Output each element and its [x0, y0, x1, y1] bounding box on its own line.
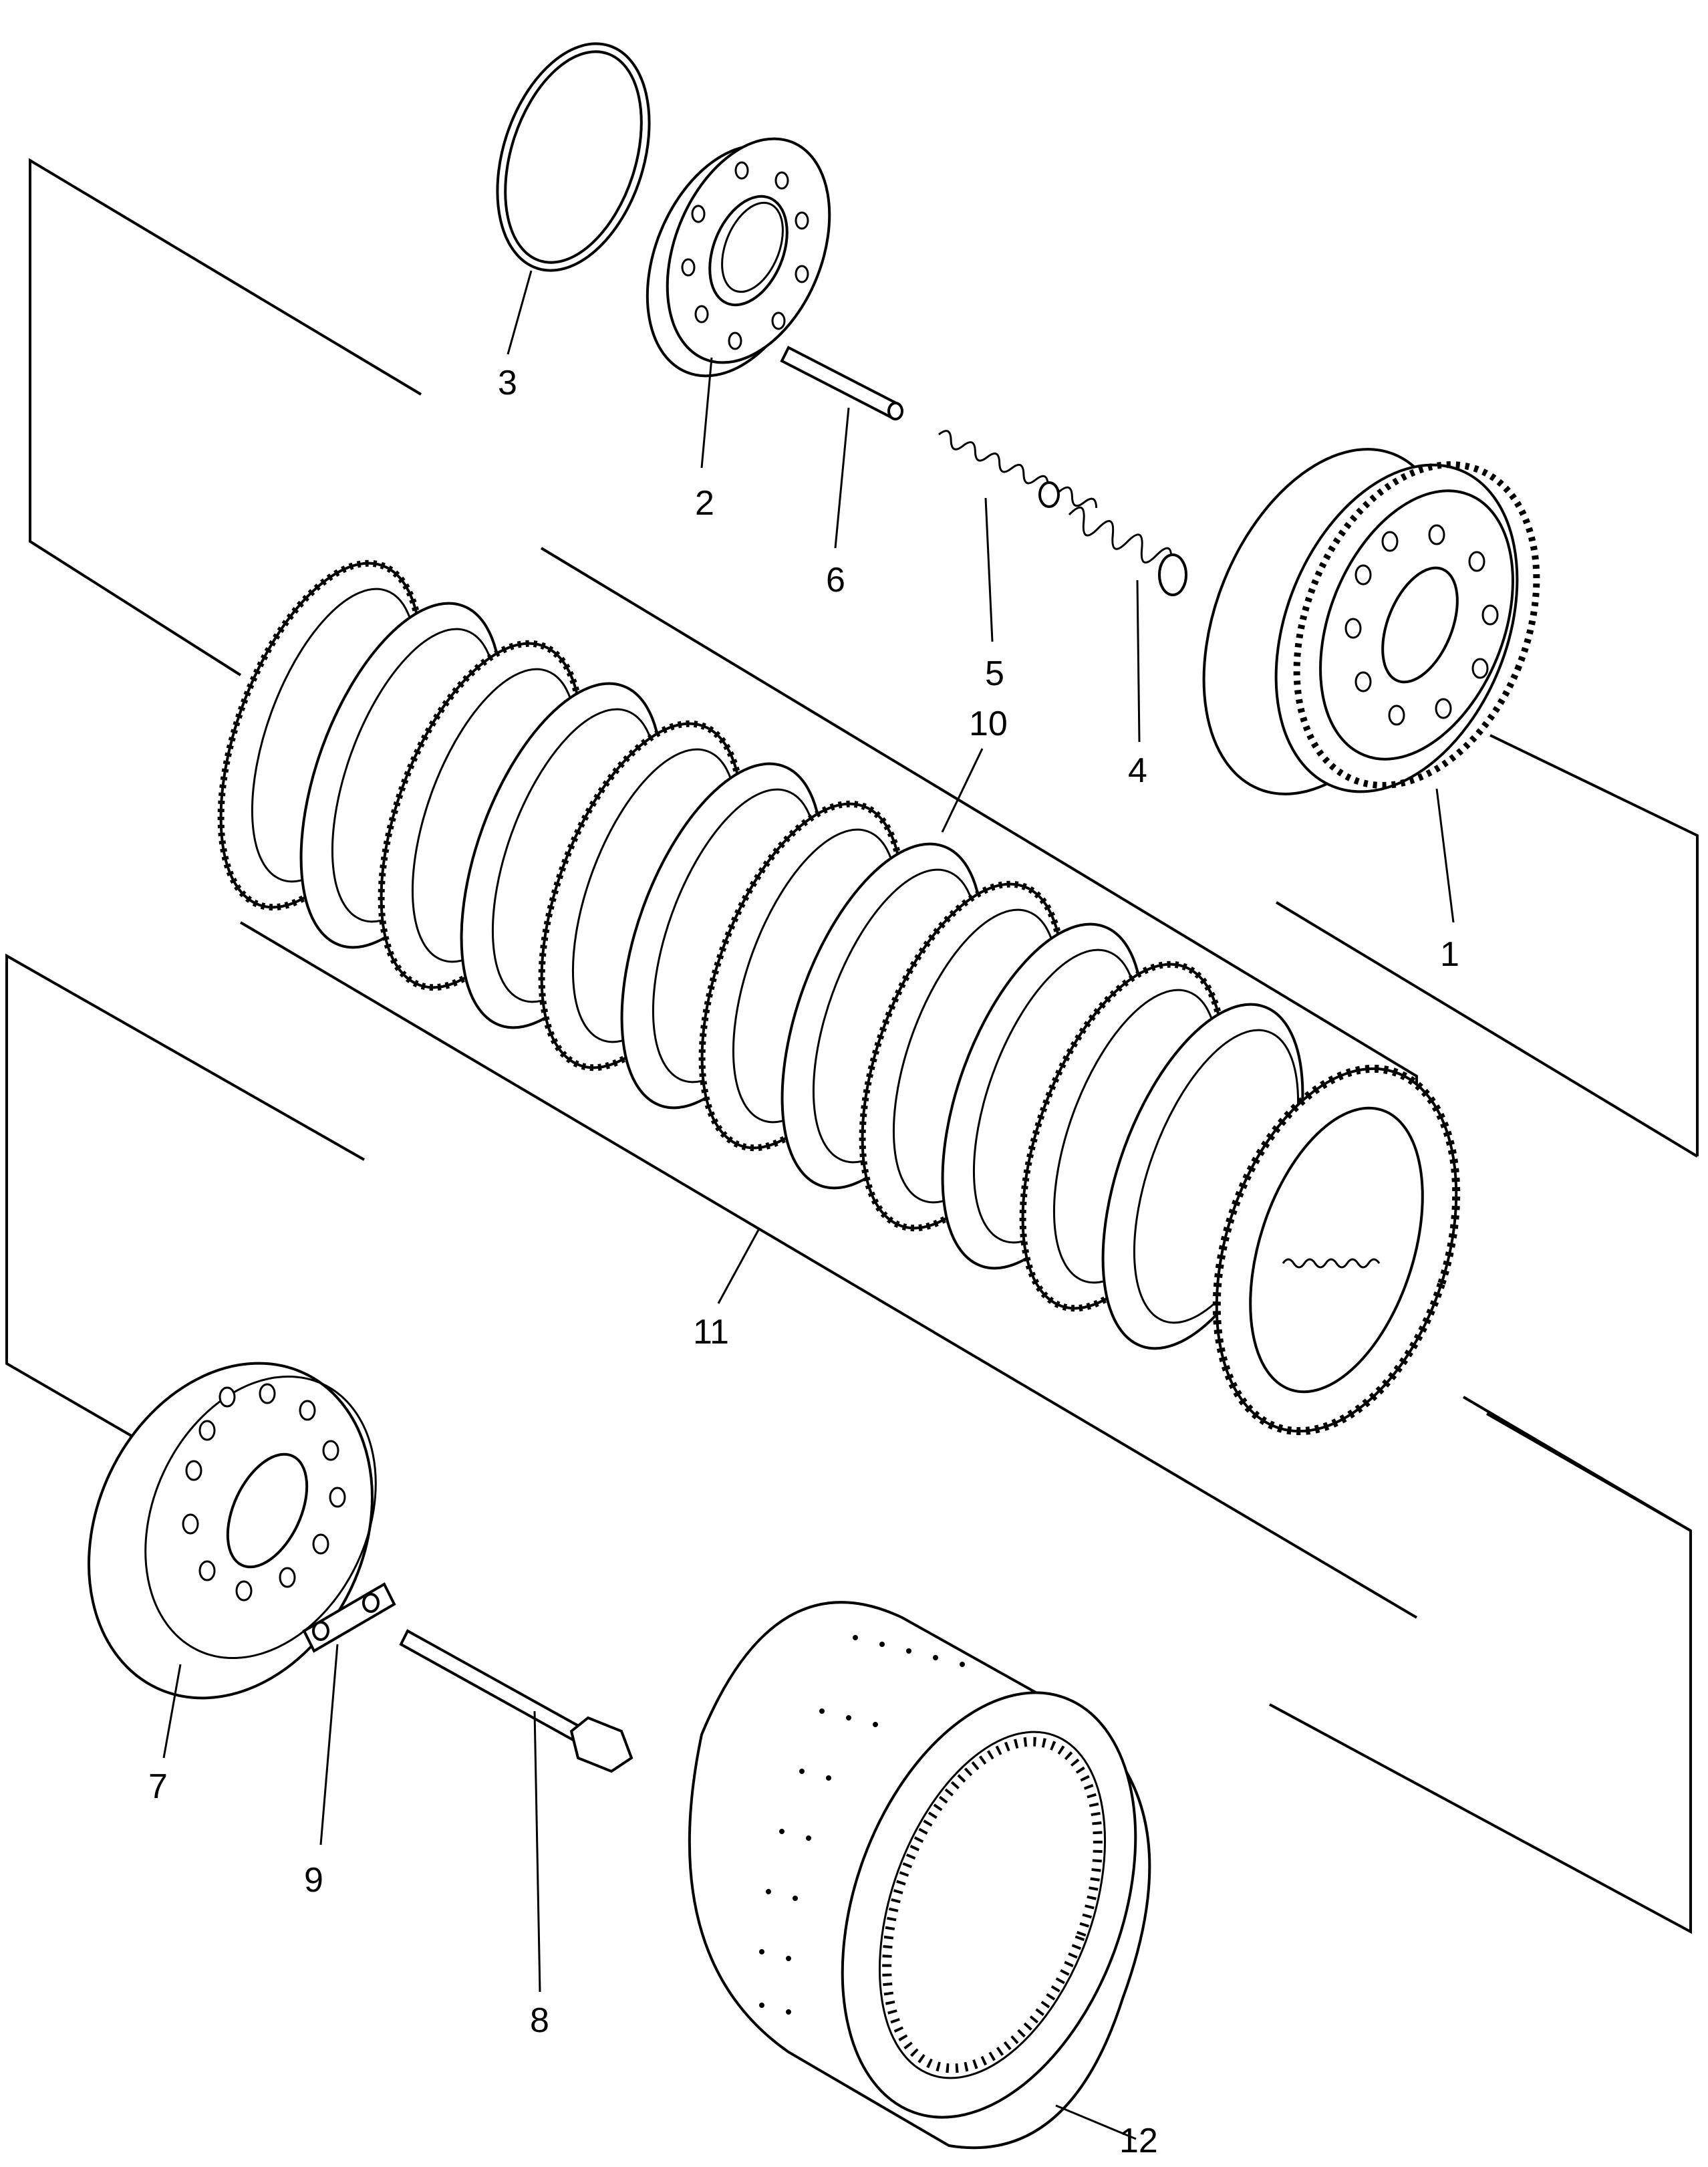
leader-lines — [162, 270, 1455, 2140]
part-5-small-spring — [938, 430, 1098, 508]
callout-2: 2 — [695, 484, 714, 523]
clutch-disc-stack — [217, 559, 1461, 1436]
callout-4: 4 — [1128, 751, 1147, 790]
part-8-bolt — [399, 1629, 633, 1773]
callout-10: 10 — [969, 705, 1008, 743]
part-2-flange-plate — [646, 137, 831, 378]
callout-5: 5 — [985, 654, 1004, 693]
part-7-end-plate — [88, 1362, 377, 1700]
callout-7: 7 — [148, 1767, 168, 1806]
part-9-lock-plate — [302, 1582, 396, 1653]
disc-front — [1212, 1064, 1461, 1436]
callout-3: 3 — [498, 364, 517, 402]
part-4-large-spring — [1068, 506, 1187, 596]
callout-1: 1 — [1440, 935, 1459, 974]
callout-8: 8 — [530, 2001, 549, 2040]
part-1-clutch-hub — [1202, 448, 1540, 795]
part-6-pin — [780, 346, 903, 420]
callout-12: 12 — [1119, 2122, 1158, 2160]
part-12-clutch-drum — [688, 1601, 1151, 2150]
callout-labels: 1 2 3 4 5 6 7 8 9 10 11 12 — [148, 364, 1459, 2160]
callout-9: 9 — [304, 1861, 323, 1900]
callout-11: 11 — [693, 1313, 729, 1352]
callout-6: 6 — [826, 561, 845, 600]
part-3-o-ring — [496, 42, 651, 272]
